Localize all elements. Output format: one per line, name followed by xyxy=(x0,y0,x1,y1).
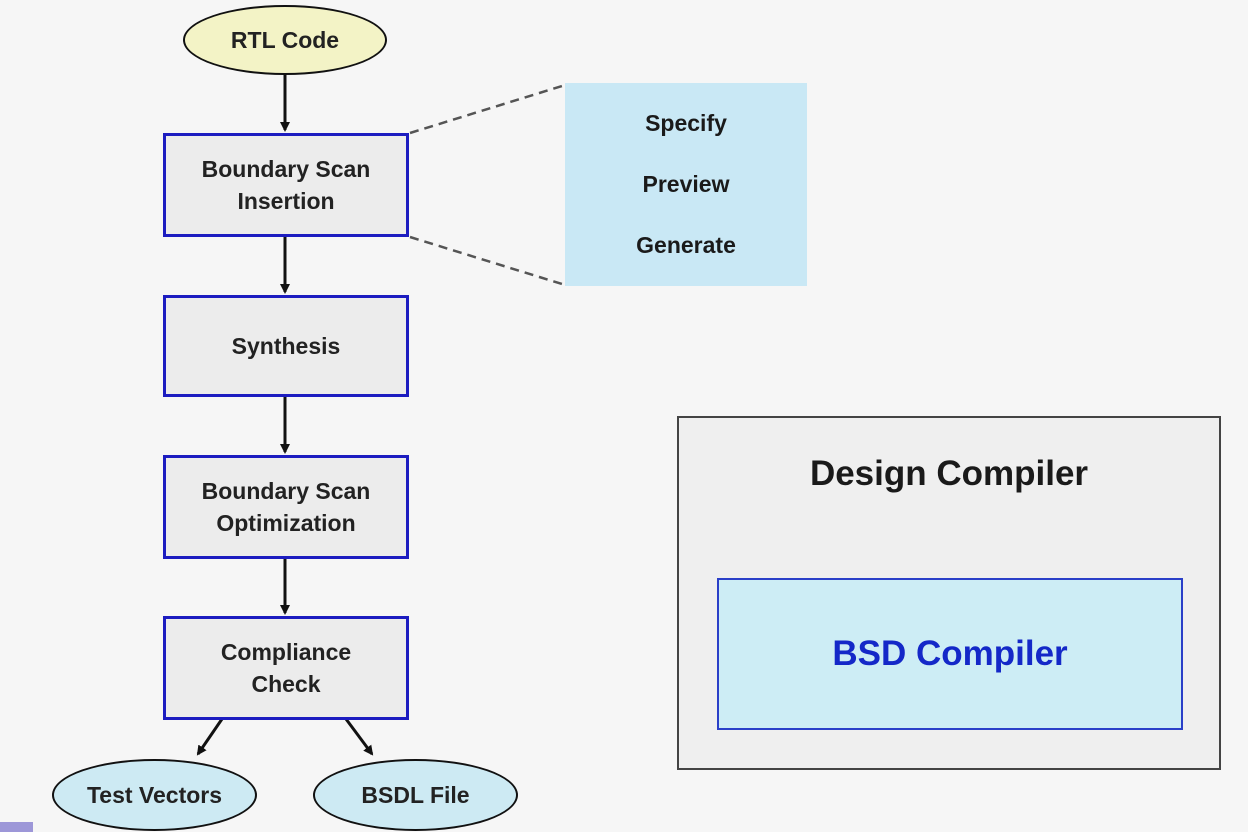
output-label: BSDL File xyxy=(361,781,470,808)
slide-accent-bar xyxy=(0,822,33,832)
arrow-compliance-to-test-vectors xyxy=(196,718,224,756)
bsdl-file-output: BSDL File xyxy=(313,759,518,831)
bsd-compiler-box: BSD Compiler xyxy=(717,578,1183,730)
bsd-compiler-label: BSD Compiler xyxy=(832,634,1068,673)
insertion-detail-panel: Specify Preview Generate xyxy=(565,83,807,286)
step-label-line2: Check xyxy=(251,671,321,697)
rtl-code-node: RTL Code xyxy=(183,5,387,75)
output-label: Test Vectors xyxy=(86,781,223,808)
step-label-line2: Insertion xyxy=(237,188,335,214)
callout-line-bottom xyxy=(409,235,563,286)
boundary-scan-optimization-step: Boundary Scan Optimization xyxy=(163,455,409,559)
rtl-code-label: RTL Code xyxy=(230,26,340,53)
design-compiler-box: Design Compiler BSD Compiler xyxy=(677,416,1221,770)
compliance-check-step: Compliance Check xyxy=(163,616,409,720)
design-compiler-title: Design Compiler xyxy=(809,454,1089,493)
step-label-line1: Boundary Scan xyxy=(201,156,371,182)
boundary-scan-insertion-step: Boundary Scan Insertion xyxy=(163,133,409,237)
test-vectors-output: Test Vectors xyxy=(52,759,257,831)
detail-item-specify: Specify xyxy=(645,110,727,136)
step-label-line2: Optimization xyxy=(216,510,356,536)
detail-item-generate: Generate xyxy=(636,232,736,258)
callout-line-top xyxy=(409,84,563,135)
detail-item-preview: Preview xyxy=(642,171,730,197)
step-label-line1: Synthesis xyxy=(231,333,341,359)
step-label-line1: Boundary Scan xyxy=(201,478,371,504)
arrow-compliance-to-bsdl xyxy=(344,718,374,756)
step-label-line1: Compliance xyxy=(220,639,352,665)
synthesis-step: Synthesis xyxy=(163,295,409,397)
